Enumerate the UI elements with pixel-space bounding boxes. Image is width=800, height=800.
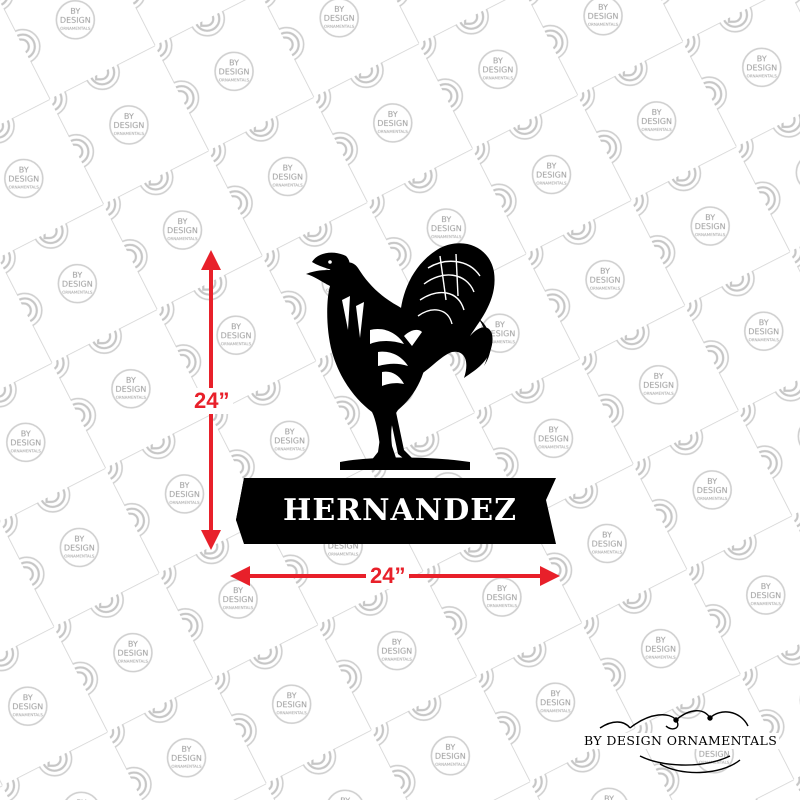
banner-fold-left [236,478,248,544]
flourish-ornament-icon [599,710,749,774]
width-dimension-label: 24” [366,563,410,589]
sign-name-text: HERNANDEZ [283,493,517,528]
brand-logo-text: BY DESIGN ORNAMENTALS [582,733,780,749]
height-dimension-label: 24” [190,388,234,414]
rooster-silhouette-icon [306,243,495,470]
banner-plate [236,478,556,544]
